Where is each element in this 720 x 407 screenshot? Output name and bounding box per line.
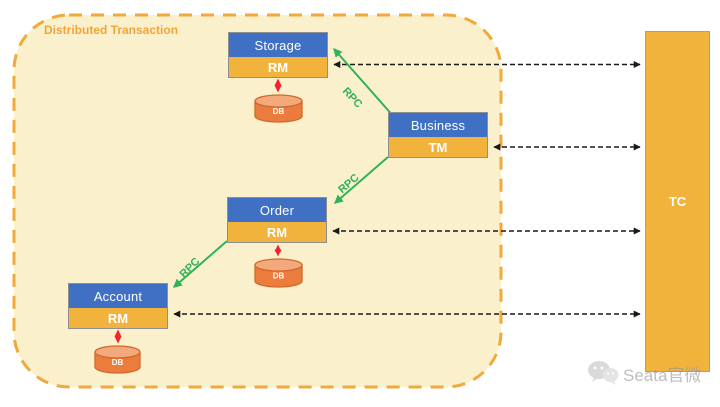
wechat-icon [588, 361, 619, 385]
service-box-storage: Storage RM [228, 32, 328, 78]
db-cylinder-order: DB [254, 258, 303, 288]
db-label: DB [112, 358, 124, 367]
resource-manager-storage: RM [229, 57, 327, 77]
resource-manager-order: RM [228, 222, 326, 242]
service-box-order: Order RM [227, 197, 327, 243]
rpc-label: RPC [177, 255, 202, 280]
service-name-account: Account [69, 284, 167, 308]
service-box-account: Account RM [68, 283, 168, 329]
rpc-line-business-to-order [333, 156, 389, 204]
service-box-business: Business TM [388, 112, 488, 158]
db-cylinder-account: DB [94, 345, 141, 374]
service-name-order: Order [228, 198, 326, 222]
rpc-label: RPC [340, 85, 365, 110]
db-label: DB [273, 272, 285, 281]
rpc-label: RPC [336, 172, 361, 196]
rpc-line-order-to-account [172, 240, 228, 288]
db-label: DB [273, 107, 285, 116]
transaction-coordinator-box: TC [645, 31, 710, 372]
watermark: Seata官微 [587, 359, 701, 387]
boundary-title: Distributed Transaction [44, 23, 179, 37]
db-cylinder-storage: DB [254, 94, 303, 123]
rpc-line-business-to-storage [333, 47, 395, 118]
resource-manager-account: RM [69, 308, 167, 328]
transaction-manager-business: TM [389, 137, 487, 157]
watermark-text: Seata官微 [623, 365, 702, 385]
service-name-business: Business [389, 113, 487, 137]
service-name-storage: Storage [229, 33, 327, 57]
